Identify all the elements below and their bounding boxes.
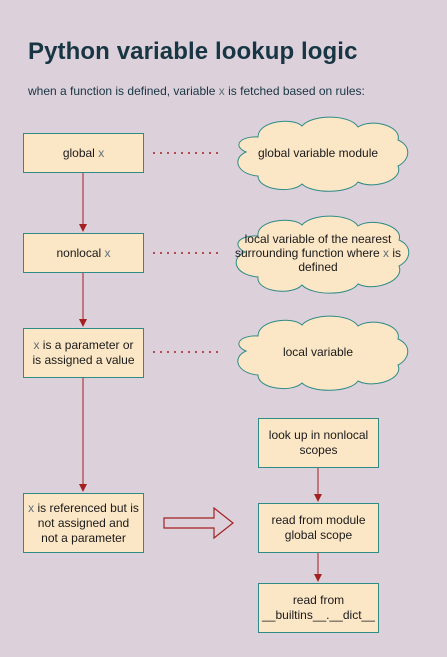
cloud-shape-nonlocal	[235, 215, 410, 294]
box-parameter-or-assigned: x is a parameter or is assigned a value	[23, 328, 144, 378]
box-global-x: global x	[23, 133, 144, 173]
box-global-x-text: global	[62, 145, 99, 160]
subtitle-text-end: is fetched based on rules:	[224, 84, 365, 98]
subtitle-text-start: when a function is defined, variable	[28, 84, 219, 98]
cloud-nonlocal-variable: x	[383, 246, 390, 260]
box-nonlocal-x-variable: x	[104, 245, 111, 260]
cloud-shape-global	[237, 116, 409, 192]
box-module-global-scope-text: read from module global scope	[271, 513, 366, 542]
box-global-x-variable: x	[98, 145, 105, 160]
cloud-nonlocal-text-end: is defined	[298, 246, 402, 274]
box-lookup-nonlocal-text: look up in nonlocal scopes	[268, 428, 369, 457]
box-nonlocal-x-text: nonlocal	[56, 245, 105, 260]
subtitle-variable: x	[218, 84, 225, 98]
subtitle: when a function is defined, variable x i…	[28, 84, 365, 98]
box-referenced-text: is referenced but is not assigned and no…	[34, 500, 139, 545]
cloud-local-text: local variable	[282, 345, 354, 359]
box-referenced-variable: x	[28, 500, 35, 515]
box-module-global-scope: read from module global scope	[258, 503, 379, 553]
hollow-arrow	[163, 506, 234, 540]
box-builtins-dict-text: read from __builtins__.__dict__	[262, 593, 375, 622]
cloud-shape-local	[237, 315, 409, 391]
box-nonlocal-x: nonlocal x	[23, 233, 144, 273]
box-parameter-variable: x	[33, 338, 40, 352]
cloud-nonlocal-label: local variable of the nearest surroundin…	[232, 230, 404, 276]
cloud-global-text: global variable module	[257, 146, 379, 160]
cloud-nonlocal-text-start: local variable of the nearest surroundin…	[234, 232, 392, 260]
page-title: Python variable lookup logic	[28, 38, 358, 65]
box-builtins-dict: read from __builtins__.__dict__	[258, 583, 379, 633]
box-lookup-nonlocal: look up in nonlocal scopes	[258, 418, 379, 468]
box-referenced-not-assigned: x is referenced but is not assigned and …	[23, 493, 144, 553]
cloud-global-label: global variable module	[246, 138, 390, 168]
box-parameter-text: is a parameter or is assigned a value	[32, 338, 135, 367]
cloud-local-label: local variable	[246, 337, 390, 367]
